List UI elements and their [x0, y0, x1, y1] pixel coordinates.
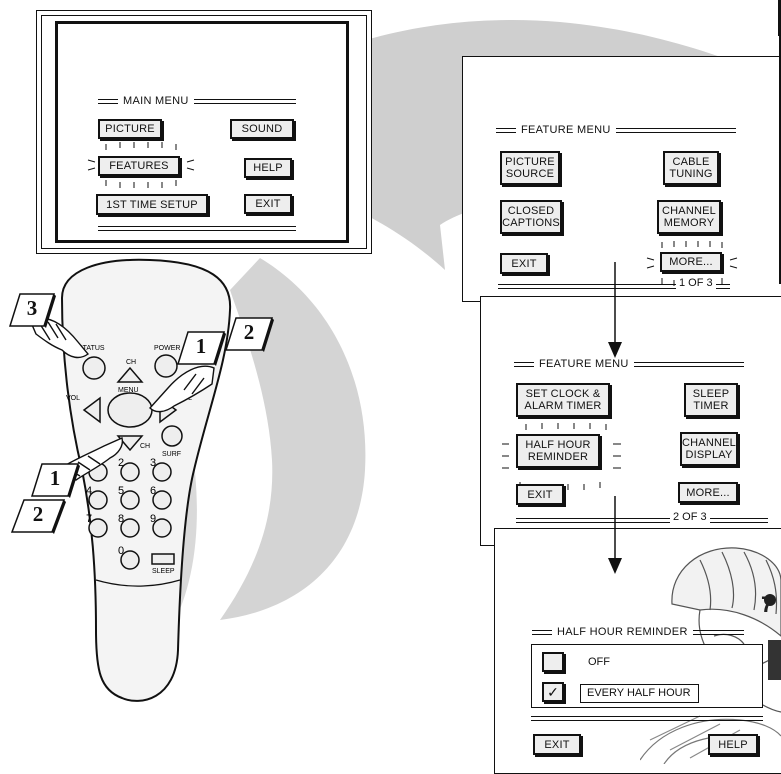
sleep-label: SLEEP: [152, 568, 175, 575]
remote-control: STATUS POWER MENU VOL VOL CH CH SURF 1 2…: [29, 258, 232, 702]
channel-display-button[interactable]: CHANNEL DISPLAY: [680, 432, 738, 466]
key-5-button: [120, 490, 140, 510]
key-8-button: [120, 518, 140, 538]
channel-memory-button[interactable]: CHANNEL MEMORY: [657, 200, 721, 234]
step-2-number-bottom: 2: [32, 502, 44, 526]
feature-2-more-button[interactable]: MORE...: [678, 482, 738, 503]
feature-1-more-button[interactable]: MORE...: [660, 252, 722, 272]
feature-menu-1-title: FEATURE MENU: [496, 124, 736, 136]
main-menu-title-text: MAIN MENU: [123, 95, 189, 107]
key-4-button: [88, 490, 108, 510]
half-hour-exit-button[interactable]: EXIT: [533, 734, 581, 755]
picture-button[interactable]: PICTURE: [98, 119, 162, 139]
feature-1-exit-button[interactable]: EXIT: [500, 253, 548, 274]
step-2-callout-bottom: 2: [10, 498, 66, 534]
more-highlight-rays: [646, 241, 738, 286]
key-0-button: [120, 550, 140, 570]
feature-menu-screen-2: [480, 296, 781, 546]
ch-up-button: [116, 366, 144, 383]
down-arrow-2: [608, 558, 622, 574]
vol-left-label: VOL: [66, 395, 80, 402]
menu-label: MENU: [118, 387, 139, 394]
key-9-button: [152, 518, 172, 538]
half-hour-reminder-highlight-rays: [502, 423, 621, 490]
key-2-button: [120, 462, 140, 482]
pointing-hand-menu: [149, 365, 215, 413]
key-6-button: [152, 490, 172, 510]
main-menu-title: MAIN MENU: [98, 95, 296, 107]
closed-captions-button[interactable]: CLOSED CAPTIONS: [500, 200, 562, 234]
key-5-label: 5: [118, 485, 124, 497]
svg-text:7: 7: [761, 592, 773, 617]
pointing-hand-status: [29, 317, 90, 359]
status-button: [82, 356, 106, 380]
remote-body: [60, 258, 232, 702]
tv-outer-frame: [36, 10, 372, 254]
off-option-label: OFF: [588, 656, 610, 668]
flow-arrows: [608, 262, 622, 574]
first-time-setup-button[interactable]: 1ST TIME SETUP: [96, 194, 208, 215]
power-label: POWER: [154, 345, 180, 352]
features-highlight-rays: [87, 142, 195, 188]
key-0-label: 0: [118, 545, 124, 557]
key-6-label: 6: [150, 485, 156, 497]
half-hour-help-button[interactable]: HELP: [708, 734, 758, 755]
feature-menu-1-bottom-rule: [498, 284, 730, 289]
step-3-number: 3: [26, 296, 38, 320]
key-8-label: 8: [118, 513, 124, 525]
key-3-button: [152, 462, 172, 482]
set-clock-alarm-timer-button[interactable]: SET CLOCK & ALARM TIMER: [516, 383, 610, 417]
ch-down-button: [116, 435, 144, 452]
key-7-label: 7: [86, 513, 92, 525]
step-1-number-top: 1: [195, 334, 207, 358]
sleep-button: [151, 553, 175, 565]
sleep-timer-button[interactable]: SLEEP TIMER: [684, 383, 738, 417]
surf-label: SURF: [162, 451, 181, 458]
features-button[interactable]: FEATURES: [98, 156, 180, 176]
half-hour-reminder-button[interactable]: HALF HOUR REMINDER: [516, 434, 600, 468]
down-arrow-1: [608, 342, 622, 358]
help-button[interactable]: HELP: [244, 158, 292, 178]
every-half-hour-checkbox[interactable]: ✓: [542, 682, 564, 702]
tv-corner-fragment: [778, 0, 781, 36]
main-menu-bottom-rule: [98, 226, 296, 231]
step-1-callout-bottom: 1: [30, 462, 80, 498]
feature-menu-2-title: FEATURE MENU: [514, 358, 744, 370]
power-button: [154, 354, 178, 378]
surf-button: [161, 425, 183, 447]
feature-menu-2-page-indicator: 2 OF 3: [670, 511, 710, 523]
every-half-hour-label: EVERY HALF HOUR: [587, 687, 691, 699]
step-3-callout: 3: [8, 292, 56, 328]
key-9-label: 9: [150, 513, 156, 525]
feature-2-exit-button[interactable]: EXIT: [516, 484, 564, 505]
feature-menu-1-title-text: FEATURE MENU: [521, 124, 611, 136]
picture-source-button[interactable]: PICTURE SOURCE: [500, 151, 560, 185]
vol-left-button: [82, 396, 101, 424]
step-1-number-bottom: 1: [49, 466, 61, 490]
key-4-label: 4: [86, 485, 92, 497]
sound-button[interactable]: SOUND: [230, 119, 294, 139]
feature-menu-2-bottom-rule: [516, 518, 768, 523]
key-2-label: 2: [118, 457, 124, 469]
helmet-shape: [671, 547, 781, 637]
exit-button[interactable]: EXIT: [244, 194, 292, 214]
ch-up-label: CH: [126, 359, 136, 366]
every-half-hour-highlight[interactable]: EVERY HALF HOUR: [580, 684, 699, 703]
key-3-label: 3: [150, 457, 156, 469]
feature-menu-1-page-indicator: 1 OF 3: [676, 277, 716, 289]
step-1-callout-top: 1: [176, 330, 226, 366]
off-checkbox[interactable]: [542, 652, 564, 672]
half-hour-menu-title: HALF HOUR REMINDER: [532, 626, 744, 638]
step-2-callout-top: 2: [224, 316, 274, 352]
status-label: STATUS: [78, 345, 105, 352]
tv-edge-fragment: [779, 36, 781, 284]
half-hour-menu-bottom-rule: [531, 716, 763, 721]
half-hour-menu-title-text: HALF HOUR REMINDER: [557, 626, 688, 638]
feature-menu-2-title-text: FEATURE MENU: [539, 358, 629, 370]
cable-tuning-button[interactable]: CABLE TUNING: [663, 151, 719, 185]
key-7-button: [88, 518, 108, 538]
step-2-number-top: 2: [243, 320, 255, 344]
ch-down-label: CH: [140, 443, 150, 450]
menu-button: [107, 392, 153, 428]
